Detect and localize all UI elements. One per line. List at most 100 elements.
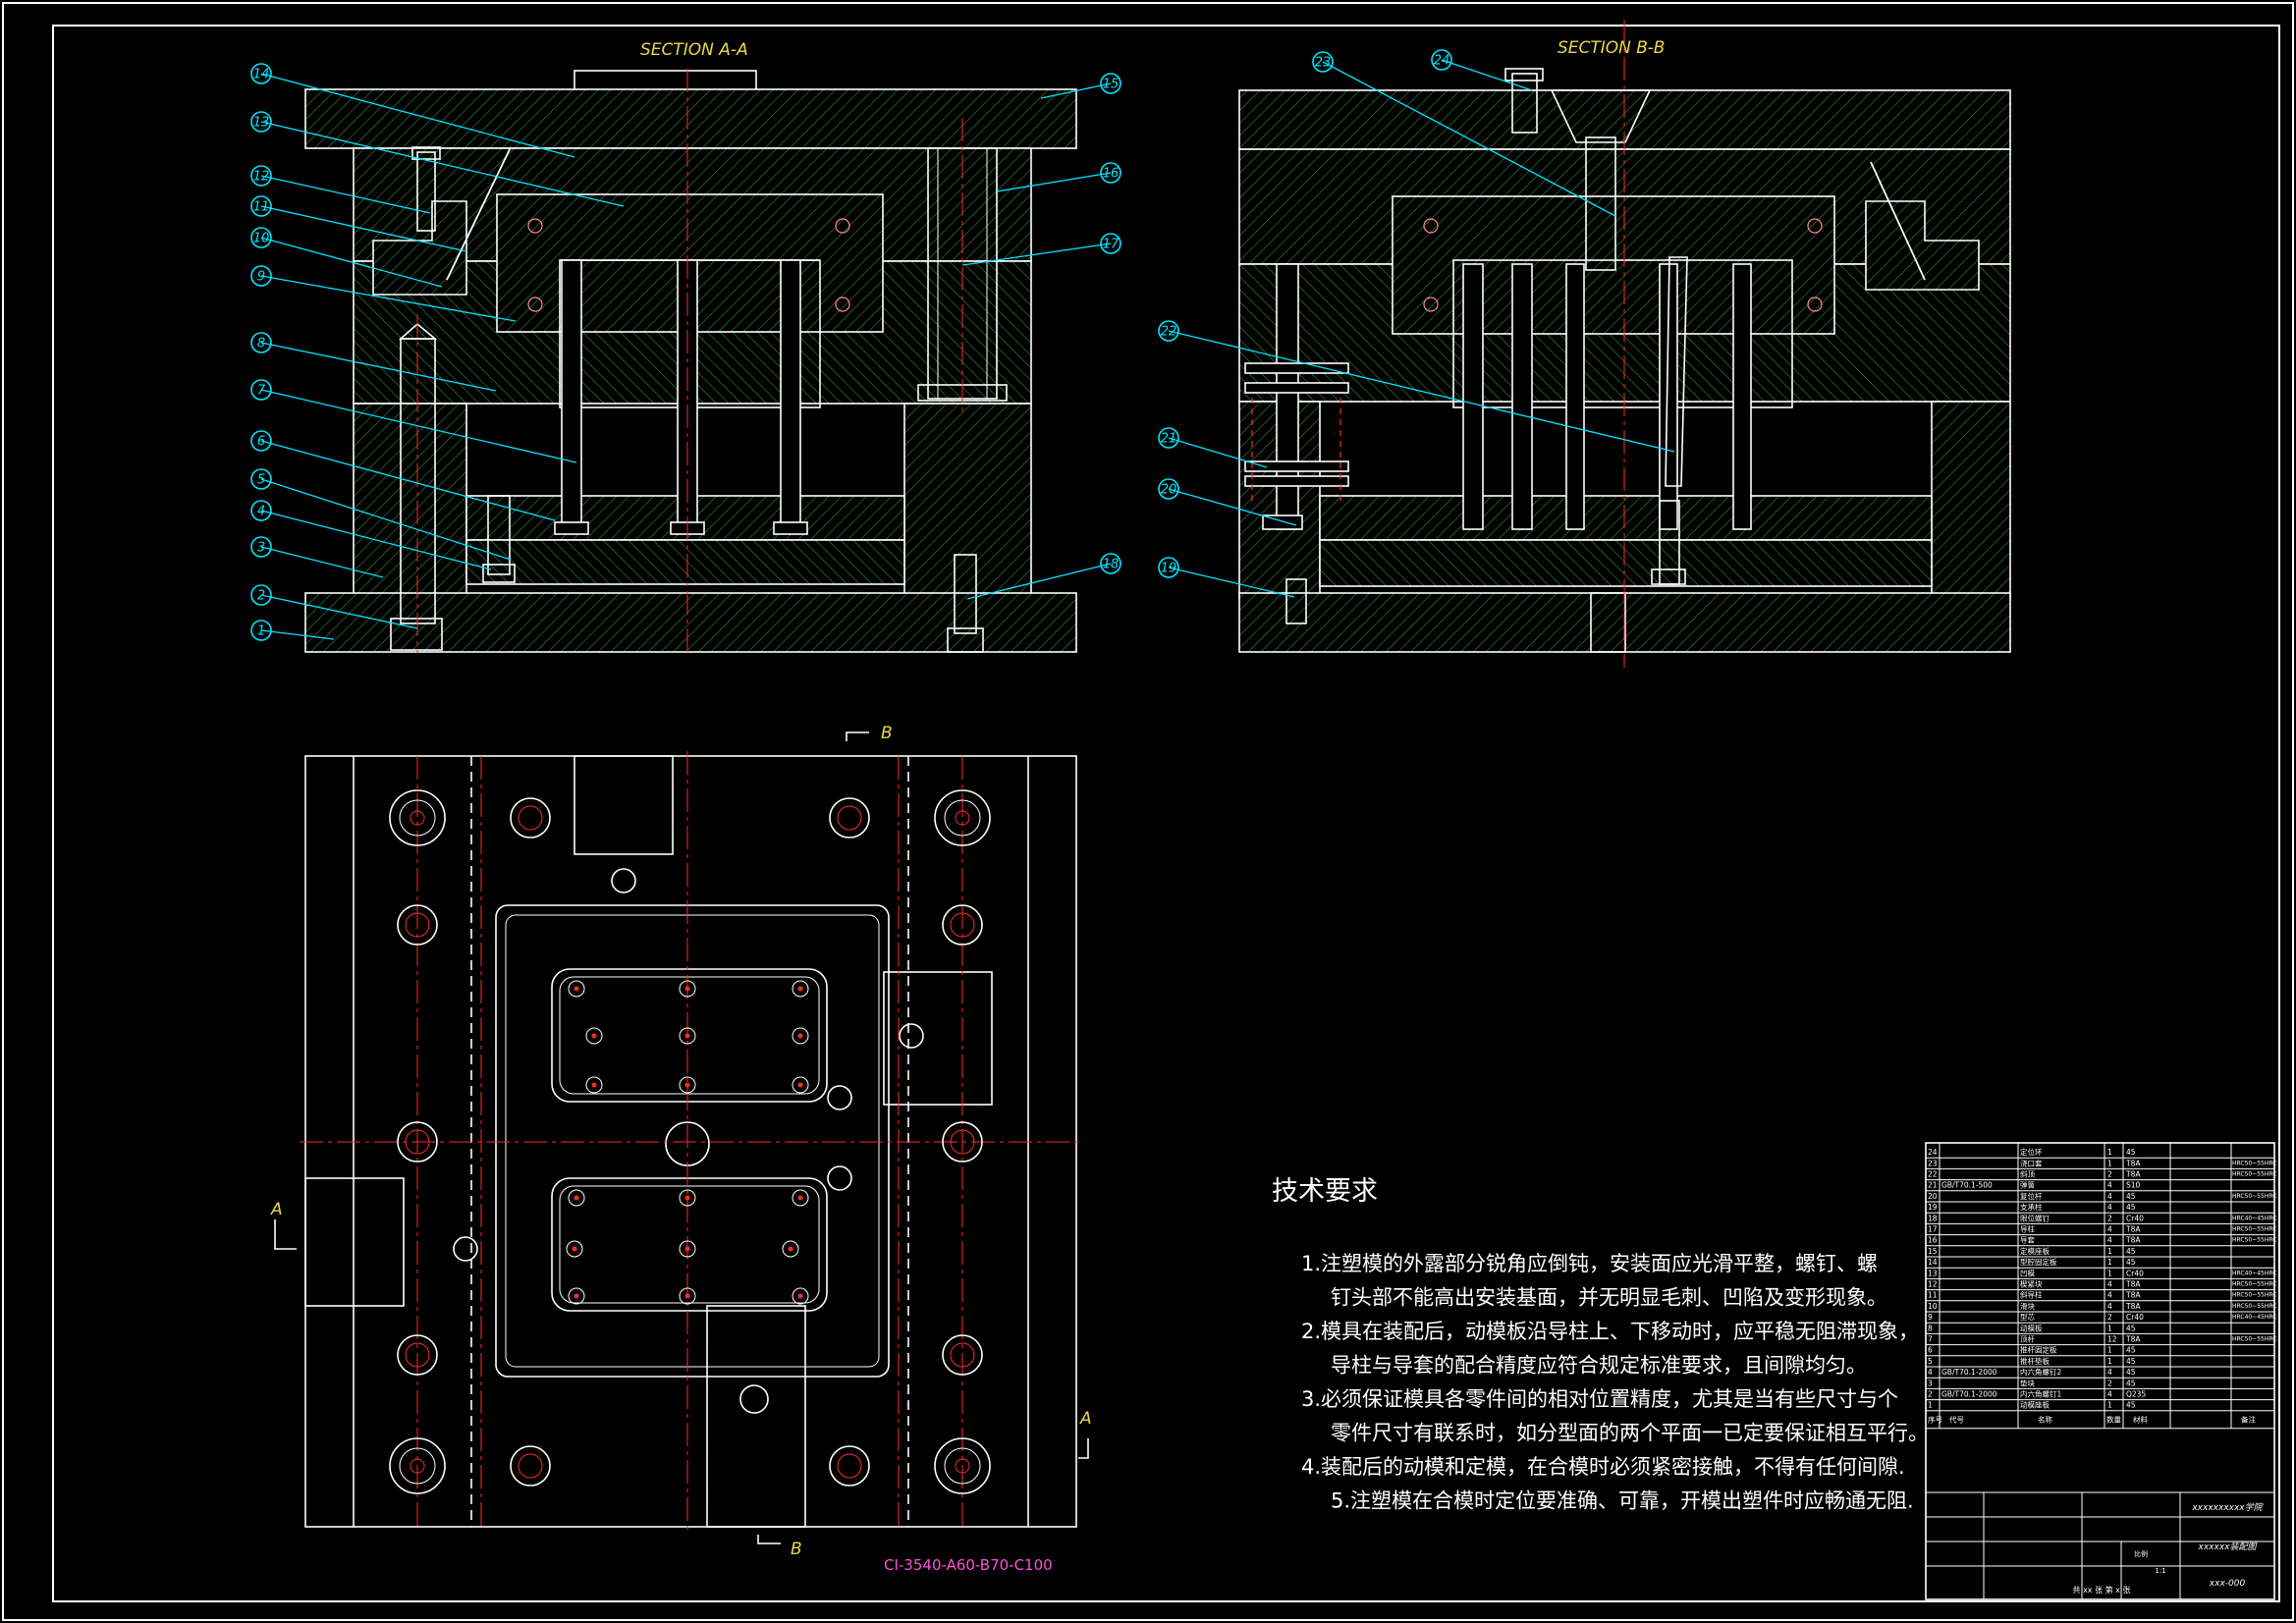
bom-cell-name: 垫块	[2020, 1378, 2036, 1387]
plan-cavity-bottom	[551, 1177, 828, 1312]
bom-cell-mat: Cr40	[2126, 1269, 2144, 1277]
bom-cell-mat: T8A	[2125, 1335, 2141, 1344]
part-balloon-17: 17	[1100, 233, 1121, 254]
bom-cell-qty: 1	[2107, 1247, 2112, 1256]
spring-stack	[1244, 362, 1349, 530]
slider-block	[372, 200, 467, 296]
bom-cell-mat: 45	[2126, 1346, 2136, 1355]
bom-cell-mat: T8A	[2125, 1280, 2141, 1289]
bom-cell-name: 推杆固定板	[2020, 1345, 2057, 1355]
part-balloon-1: 1	[250, 620, 272, 641]
bom-cell-mat: T8A	[2125, 1170, 2141, 1179]
top-clamp-plate	[304, 88, 1077, 149]
part-balloon-8: 8	[250, 332, 272, 353]
bom-cell-name: 楔紧块	[2020, 1279, 2043, 1289]
part-balloon-21: 21	[1158, 427, 1179, 449]
bom-cell-qty: 4	[2107, 1302, 2112, 1311]
bom-cell-mat: T8A	[2125, 1236, 2141, 1245]
part-balloon-19: 19	[1158, 557, 1179, 578]
ejector-pin	[566, 1240, 583, 1258]
bom-cell-name: 凹模	[2020, 1268, 2036, 1277]
balloon-label: 6	[257, 435, 265, 450]
ejector-pin	[782, 1240, 799, 1258]
spacer-block-right	[903, 403, 1032, 596]
part-balloon-20: 20	[1158, 478, 1179, 500]
section-b-b-view: SECTION B-B	[1238, 20, 2011, 668]
part-balloon-18: 18	[1100, 553, 1121, 574]
ejector-pin	[585, 1076, 603, 1094]
screw-hole	[942, 1334, 983, 1376]
title-drawing-number: xxx-000	[2209, 1579, 2246, 1589]
part-balloon-24: 24	[1431, 49, 1452, 71]
ejector-pin	[792, 1189, 809, 1207]
part-balloon-3: 3	[250, 536, 272, 558]
bom-cell-no: 9	[1928, 1313, 1933, 1322]
bom-cell-code: HRC40~45HRC	[2232, 1270, 2276, 1276]
bom-cell-mat: Cr40	[2126, 1313, 2144, 1322]
bom-header-cell: 数量	[2106, 1414, 2122, 1424]
bom-cell-qty: 1	[2107, 1357, 2112, 1366]
bom-cell-mat: S10	[2126, 1181, 2141, 1190]
balloon-label: 10	[253, 232, 270, 246]
section-a-title: SECTION A-A	[640, 40, 748, 60]
part-balloon-22: 22	[1158, 320, 1179, 342]
part-balloon-10: 10	[250, 227, 272, 248]
bom-header-row: 序号代号名称数量材料备注	[1926, 1414, 2274, 1430]
ejector-pin	[568, 1287, 585, 1305]
screw-hole	[510, 797, 551, 839]
bom-cell-qty: 4	[2107, 1192, 2112, 1201]
part-balloon-13: 13	[250, 111, 272, 133]
bom-cell-name: 型芯	[2020, 1312, 2036, 1322]
bom-cell-no: 4	[1928, 1368, 1933, 1377]
bom-cell-no: 12	[1928, 1280, 1938, 1289]
part-balloon-6: 6	[250, 430, 272, 452]
guide-bush-hole	[389, 1437, 446, 1494]
title-drawing-name: xxxxxx装配图	[2198, 1542, 2259, 1552]
technical-requirements: 技术要求 1.注塑模的外露部分锐角应倒钝，安装面应光滑平整，螺钉、螺钉头部不能高…	[1272, 1176, 1929, 1513]
bom-cell-name: 浇口套	[2020, 1158, 2043, 1167]
bom-cell-no: 18	[1928, 1214, 1938, 1222]
bom-cell-qty: 4	[2107, 1203, 2112, 1212]
guide-bush-hole	[934, 1437, 991, 1494]
part-balloon-16: 16	[1100, 162, 1121, 184]
bom-cell-qty: 2	[2107, 1313, 2112, 1322]
plan-cavity-top	[551, 968, 828, 1103]
bom-cell-code: HRC50~55HRC	[2232, 1281, 2276, 1288]
bom-cell-name: 支承柱	[2020, 1202, 2043, 1212]
ejector-pin	[679, 1240, 696, 1258]
bom-cell-qty: 1	[2107, 1346, 2112, 1355]
guide-bush-hole	[389, 789, 446, 846]
balloon-label: 8	[257, 337, 265, 352]
bom-cell-std: GB/T70.1-500	[1941, 1181, 1993, 1190]
requirement-line: 2.模具在装配后，动模板沿导柱上、下移动时，应平稳无阻滞现象，	[1301, 1320, 1919, 1343]
balloon-label: 7	[257, 384, 266, 399]
sprue-bushing	[1585, 136, 1616, 271]
bom-cell-code: HRC50~55HRC	[2232, 1171, 2276, 1178]
bom-cell-no: 13	[1928, 1269, 1938, 1277]
bom-cell-name: 内六角螺钉2	[2020, 1367, 2061, 1377]
bom-cell-name: 复位杆	[2020, 1191, 2043, 1201]
bom-cell-qty: 12	[2107, 1335, 2117, 1344]
bom-cell-mat: 45	[2126, 1247, 2136, 1256]
ejector-pin	[679, 1189, 696, 1207]
balloon-label: 17	[1103, 238, 1120, 252]
balloon-label: 12	[253, 170, 270, 185]
bom-cell-mat: 45	[2126, 1401, 2136, 1410]
requirement-line: 导柱与导套的配合精度应符合规定标准要求，且间隙均匀。	[1331, 1354, 1867, 1378]
ejector-pin	[568, 1189, 585, 1207]
bom-header-cell: 代号	[1949, 1414, 1964, 1424]
requirement-line: 4.装配后的动模和定模，在合模时必须紧密接触，不得有任何间隙.	[1301, 1455, 1905, 1479]
bom-cell-mat: T8A	[2125, 1291, 2141, 1300]
